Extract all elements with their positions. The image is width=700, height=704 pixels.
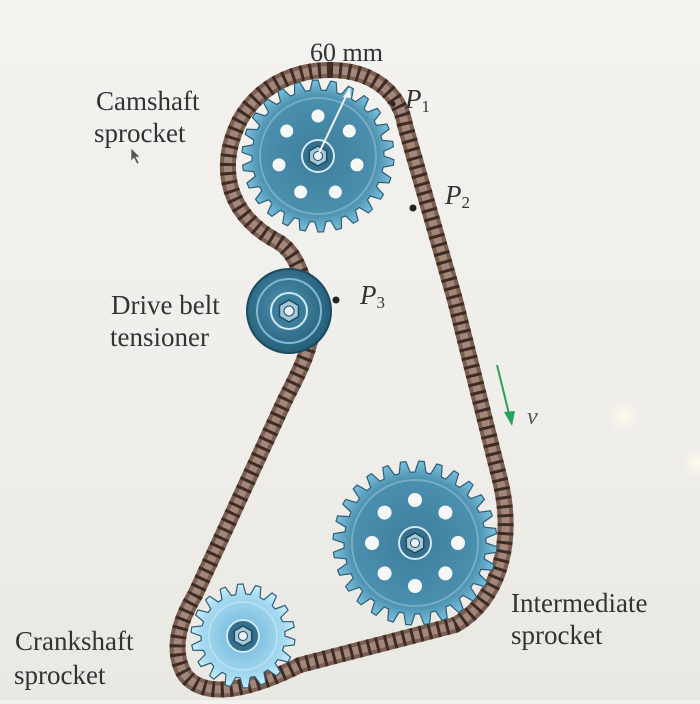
dimension-label: 60 mm: [310, 38, 383, 67]
p2-letter: P: [445, 180, 462, 210]
camshaft-sprocket-hole: [311, 109, 325, 123]
tensioner-bolt: [283, 305, 295, 317]
tensioner-ring: [256, 278, 322, 344]
crankshaft-label-line1: Crankshaft: [15, 626, 134, 656]
radius-dimension: [317, 87, 351, 156]
intermediate-sprocket-hole: [451, 536, 465, 550]
point-p2-label: P2: [445, 180, 470, 218]
intermediate-sprocket-hole: [377, 505, 392, 520]
camshaft-sprocket-hole: [294, 185, 308, 199]
p1-letter: P: [405, 84, 422, 114]
camshaft-label-line1: Camshaft: [96, 86, 200, 116]
camshaft-sprocket-bolt: [313, 151, 323, 161]
crankshaft-label-line2: sprocket: [14, 660, 106, 690]
mouse-cursor-icon: [130, 147, 141, 165]
p1-subscript: 1: [421, 97, 431, 116]
crankshaft-sprocket-bolt: [238, 631, 248, 641]
intermediate-sprocket-hole: [438, 566, 453, 581]
screen-glare: [606, 400, 640, 434]
intermediate-sprocket-ring: [351, 479, 479, 607]
belt-inner-line: [173, 66, 510, 694]
p3-subscript: 3: [376, 293, 386, 312]
point-p1-dot: [390, 101, 396, 107]
intermediate-sprocket-hole: [377, 566, 392, 581]
crankshaft-sprocket: [190, 583, 296, 689]
point-p1-label: P1: [405, 84, 430, 122]
intermediate-sprocket-hole: [408, 579, 422, 593]
camshaft-sprocket-ring: [259, 97, 377, 215]
drive-belt-tensioner: [246, 268, 332, 354]
crankshaft-sprocket-ring: [208, 601, 278, 671]
intermediate-sprocket-bolt: [410, 538, 420, 548]
p3-letter: P: [360, 280, 377, 310]
camshaft-label-line2: sprocket: [94, 118, 186, 148]
intermediate-sprocket-hole: [365, 536, 379, 550]
camshaft-sprocket-hole: [328, 185, 342, 199]
camshaft-sprocket: [241, 79, 395, 233]
tensioner-label-line1: Drive belt: [111, 290, 220, 320]
camshaft-sprocket-hole: [350, 158, 364, 172]
point-p2-dot: [409, 204, 417, 212]
intermediate-label-line1: Intermediate: [511, 588, 648, 618]
intermediate-sprocket-hole: [408, 493, 422, 507]
point-p3-dot: [332, 296, 340, 304]
velocity-label: v: [527, 404, 538, 430]
intermediate-label-line2: sprocket: [511, 620, 603, 650]
intermediate-sprocket-hole: [438, 505, 453, 520]
point-p3-label: P3: [360, 280, 385, 318]
intermediate-sprocket: [332, 460, 498, 626]
camshaft-sprocket-hole: [280, 124, 294, 138]
p2-subscript: 2: [461, 193, 471, 212]
camshaft-sprocket-hole: [272, 158, 286, 172]
camshaft-sprocket-hole: [342, 124, 356, 138]
screen-glare-edge: [682, 448, 700, 478]
drive-belt: [169, 61, 514, 698]
velocity-arrow: [496, 364, 515, 426]
tensioner-label-line2: tensioner: [110, 322, 209, 352]
